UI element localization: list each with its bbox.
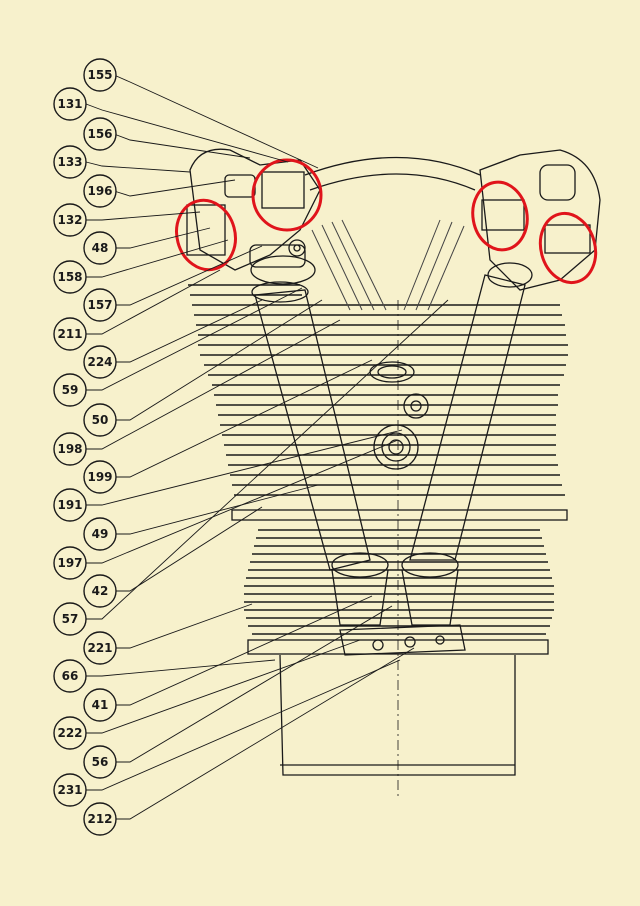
callout-label: 131 xyxy=(57,97,82,111)
callout: 196 xyxy=(83,174,117,208)
callout-label: 221 xyxy=(87,641,112,655)
callout-label: 41 xyxy=(92,698,109,712)
callout-label: 211 xyxy=(57,327,82,341)
callout: 157 xyxy=(83,288,117,322)
callout: 57 xyxy=(53,602,87,636)
callout: 231 xyxy=(53,773,87,807)
callout: 132 xyxy=(53,203,87,237)
callout-label: 224 xyxy=(87,355,112,369)
highlight-markings xyxy=(175,158,598,285)
callout-label: 158 xyxy=(57,270,82,284)
callout-label: 50 xyxy=(92,413,109,427)
callout-label: 132 xyxy=(57,213,82,227)
cylinder-head-fins xyxy=(188,219,568,496)
callout: 224 xyxy=(83,345,117,379)
callout: 155 xyxy=(83,58,117,92)
callout-label: 49 xyxy=(92,527,109,541)
callout: 41 xyxy=(83,688,117,722)
callout: 156 xyxy=(83,117,117,151)
callout-label: 66 xyxy=(62,669,79,683)
callout-label: 222 xyxy=(57,726,82,740)
callout: 49 xyxy=(83,517,117,551)
callout: 198 xyxy=(53,432,87,466)
spark-plug-boss xyxy=(369,361,429,470)
callout: 211 xyxy=(53,317,87,351)
callout-label: 199 xyxy=(87,470,112,484)
callout-label: 231 xyxy=(57,783,82,797)
callout: 42 xyxy=(83,574,117,608)
callout-label: 42 xyxy=(92,584,109,598)
callout: 191 xyxy=(53,488,87,522)
head-arc xyxy=(304,156,481,176)
callout-label: 196 xyxy=(87,184,112,198)
callout: 212 xyxy=(83,802,117,836)
callout-label: 191 xyxy=(57,498,82,512)
callout-label: 198 xyxy=(57,442,82,456)
callout-label: 155 xyxy=(87,68,112,82)
callout: 66 xyxy=(53,659,87,693)
left-pushrod-tube xyxy=(249,244,371,571)
highlight-left-valve-top xyxy=(251,158,323,232)
callout-label: 59 xyxy=(62,383,79,397)
callout: 59 xyxy=(53,373,87,407)
right-pushrod-tube xyxy=(409,262,533,561)
highlight-right-rocker xyxy=(471,180,529,252)
callout: 222 xyxy=(53,716,87,750)
callout: 133 xyxy=(53,145,87,179)
callout-label: 133 xyxy=(57,155,82,169)
callout-label: 48 xyxy=(92,241,109,255)
callout: 56 xyxy=(83,745,117,779)
callout-label: 197 xyxy=(57,556,82,570)
callout-label: 212 xyxy=(87,812,112,826)
engine-drawing xyxy=(186,148,601,800)
callout: 158 xyxy=(53,260,87,294)
callout-label: 157 xyxy=(87,298,112,312)
callout-label: 57 xyxy=(62,612,79,626)
callout-label: 56 xyxy=(92,755,109,769)
callout: 131 xyxy=(53,87,87,121)
lower-cylinder-fins xyxy=(231,509,568,635)
callout: 48 xyxy=(83,231,117,265)
callout-label: 156 xyxy=(87,127,112,141)
callout-bubbles: 155 131 156 133 196 132 48 158 157 211 2… xyxy=(53,58,117,836)
callout: 199 xyxy=(83,460,117,494)
left-rocker-box xyxy=(186,148,321,271)
highlight-right-valve xyxy=(538,211,598,285)
callout: 50 xyxy=(83,403,117,437)
callout: 197 xyxy=(53,546,87,580)
leader-lines xyxy=(85,74,449,820)
callout: 221 xyxy=(83,631,117,665)
tappet-housing xyxy=(331,552,466,656)
highlight-left-rocker xyxy=(175,198,237,272)
